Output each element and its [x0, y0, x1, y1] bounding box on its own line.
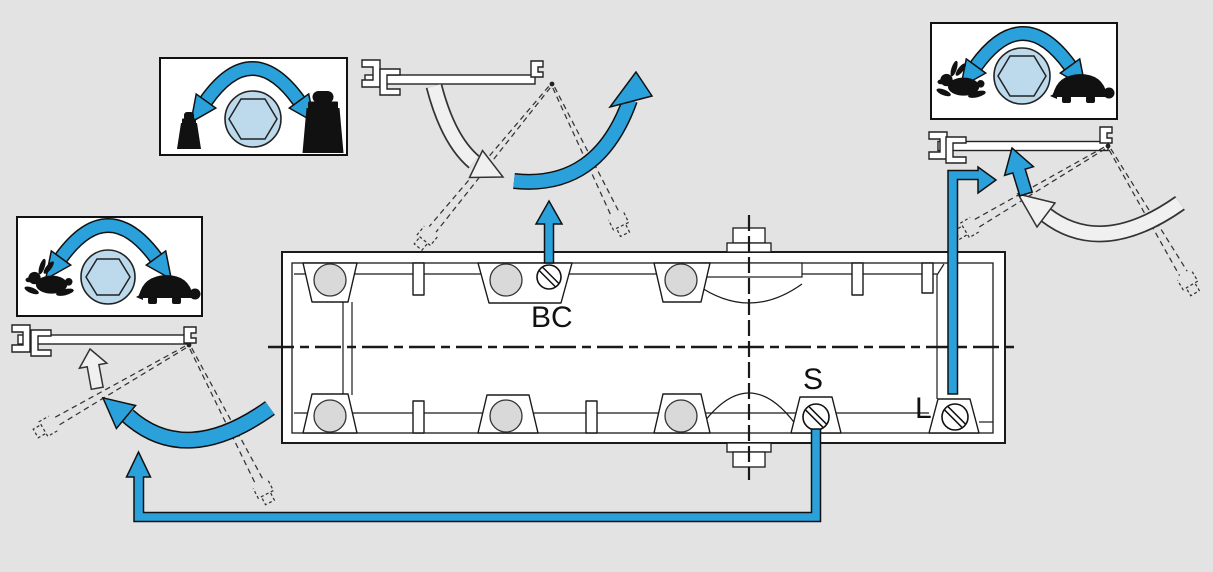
inset-closing-speed — [16, 216, 203, 317]
valve-screw-s[interactable] — [802, 403, 830, 431]
heavy-weight-icon — [302, 91, 344, 153]
valve-screw-bc[interactable] — [536, 264, 562, 290]
rotate-both-directions-arrow-icon — [44, 218, 173, 281]
rabbit-icon — [936, 60, 986, 98]
door-frame-bracket — [945, 136, 967, 164]
l-valve-flow-path — [947, 165, 998, 395]
rotate-both-directions-arrow-icon — [189, 61, 316, 124]
closing-sweep-arrow-left — [101, 396, 275, 449]
door-frame-bracket — [30, 329, 52, 357]
door-frame-bracket — [928, 131, 948, 160]
hinge-pivot — [549, 81, 555, 87]
door-latching-arrow-right-white — [1016, 192, 1185, 243]
door-opening-arrow-top — [425, 83, 505, 179]
door-closer-body — [268, 215, 1017, 480]
door-swing-position-dashed — [1108, 148, 1201, 297]
door-left — [11, 324, 197, 357]
piston-plate — [701, 262, 803, 278]
valve-label-l: L — [915, 392, 932, 425]
door-hinge-bracket — [1099, 126, 1113, 144]
latch-close-arrow-right — [1003, 146, 1035, 197]
backcheck-swing-arrow — [513, 70, 654, 190]
inset-latch-speed — [930, 22, 1118, 120]
valve-label-s: S — [803, 363, 823, 396]
rabbit-icon — [24, 258, 74, 296]
valve-label-bc: BC — [531, 301, 573, 334]
door-top — [361, 59, 555, 96]
door-swing-position-dashed — [189, 347, 276, 506]
door-frame-bracket — [379, 68, 401, 96]
turtle-icon — [136, 275, 201, 304]
door-swing-position-dashed — [32, 345, 187, 439]
turtle-icon — [1050, 74, 1115, 103]
door-frame-bracket — [11, 324, 31, 353]
valve-screw-l[interactable] — [941, 403, 969, 431]
s-valve-flow-path — [125, 428, 822, 523]
door-hinge-bracket — [530, 60, 544, 78]
bc-valve-pointer-arrow — [534, 199, 564, 264]
door-right — [928, 126, 1113, 164]
mounting-bores — [313, 263, 698, 433]
door-swing-position-dashed — [552, 86, 631, 238]
door-closing-arrow-left-white — [77, 347, 109, 391]
light-weight-icon — [177, 112, 201, 149]
inset-closing-force — [159, 57, 348, 156]
hinge-pivot — [1105, 143, 1111, 149]
door-frame-bracket — [361, 59, 381, 88]
hinge-pivot — [186, 342, 192, 348]
